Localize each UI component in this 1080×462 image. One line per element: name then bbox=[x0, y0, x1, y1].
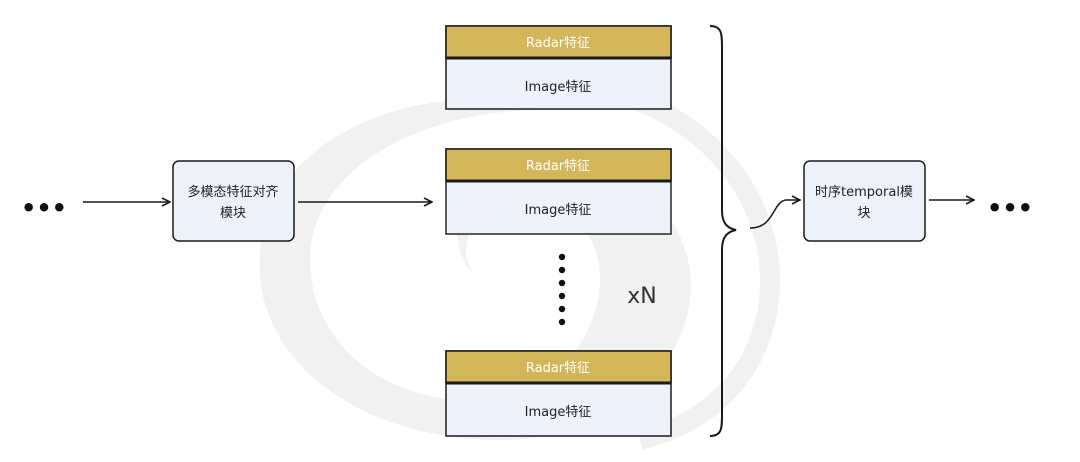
radar-feature-label: Radar特征 bbox=[526, 361, 590, 376]
left-ellipsis: ••• bbox=[21, 194, 67, 222]
temporal-module-label-line1: 时序temporal模 bbox=[815, 185, 913, 200]
temporal-module: 时序temporal模 块 bbox=[803, 160, 926, 242]
alignment-module-label-line2: 模块 bbox=[220, 206, 246, 221]
image-feature-label: Image特征 bbox=[525, 203, 592, 218]
image-feature-label: Image特征 bbox=[525, 80, 592, 95]
right-ellipsis: ••• bbox=[987, 194, 1033, 222]
alignment-module: 多模态特征对齐 模块 bbox=[172, 160, 295, 242]
image-feature-label: Image特征 bbox=[525, 405, 592, 420]
feature-stack-1: Radar特征 Image特征 bbox=[445, 25, 672, 110]
feature-stack-2: Radar特征 Image特征 bbox=[445, 148, 672, 235]
alignment-module-label-line1: 多模态特征对齐 bbox=[187, 184, 278, 200]
arrow-brace-to-temporal bbox=[749, 200, 800, 229]
right-curly-brace bbox=[709, 25, 737, 437]
temporal-module-label-line2: 块 bbox=[857, 206, 870, 221]
repeat-count-label: xN bbox=[627, 284, 656, 309]
vertical-ellipsis bbox=[558, 253, 566, 326]
radar-feature-label: Radar特征 bbox=[526, 159, 590, 174]
feature-stack-3: Radar特征 Image特征 bbox=[445, 350, 672, 437]
radar-feature-label: Radar特征 bbox=[526, 36, 590, 51]
